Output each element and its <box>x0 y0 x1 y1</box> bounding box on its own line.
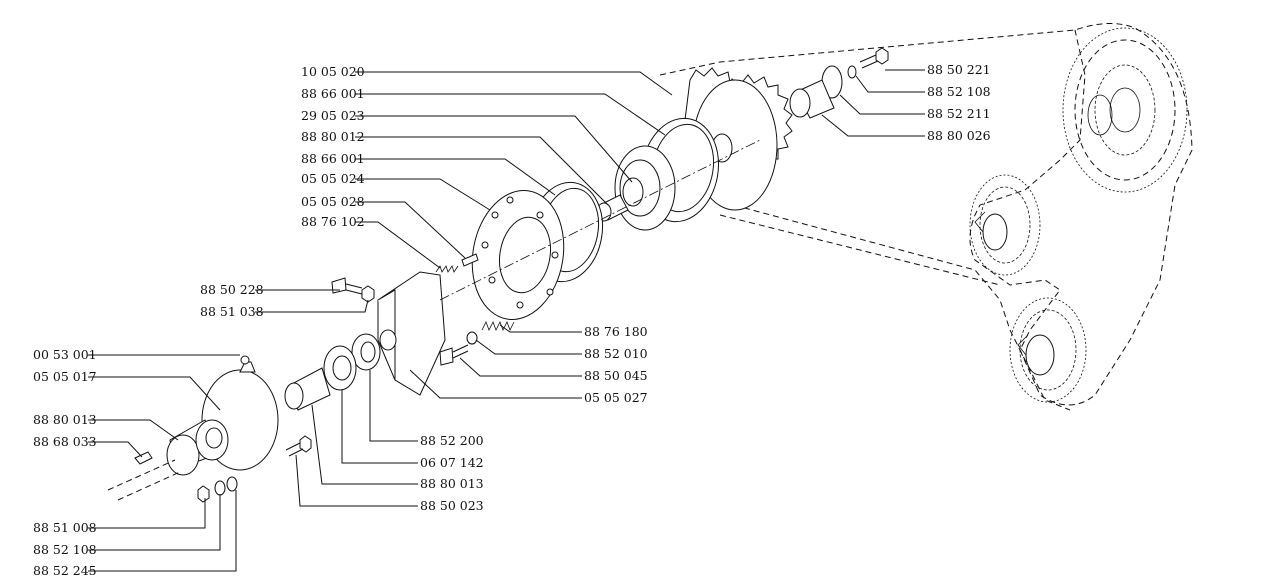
callout-88-66-001-b: 88 66 001 <box>301 151 365 166</box>
callout-88-52-211: 88 52 211 <box>927 106 991 121</box>
callout-88-51-038: 88 51 038 <box>200 304 264 319</box>
callout-00-53-001: 00 53 001 <box>33 347 97 362</box>
drive-sprocket-dashed <box>1062 27 1188 193</box>
bushing-88-80-026 <box>789 79 835 119</box>
bushing-88-80-013 <box>284 367 331 411</box>
callout-10-05-020: 10 05 020 <box>301 64 365 79</box>
callout-88-52-200: 88 52 200 <box>420 433 484 448</box>
pin-and-spring <box>435 253 479 273</box>
callout-88-76-102: 88 76 102 <box>301 214 365 229</box>
main-sprocket <box>681 67 793 211</box>
callout-88-80-013-b: 88 80 013 <box>420 476 484 491</box>
washer-88-52-010 <box>466 331 478 345</box>
leader-lines <box>88 69 925 572</box>
bracket <box>377 271 446 396</box>
nut-and-washers <box>197 476 238 503</box>
callout-88-50-023: 88 50 023 <box>420 498 484 513</box>
spring-88-76-180 <box>481 321 515 331</box>
bushing-06-07-142 <box>323 345 357 391</box>
callout-05-05-017: 05 05 017 <box>33 369 97 384</box>
callout-05-05-028: 05 05 028 <box>301 194 365 209</box>
callout-88-52-010: 88 52 010 <box>584 346 648 361</box>
shaft-dashed <box>107 459 181 501</box>
hub-05-05-017 <box>166 355 279 476</box>
callout-88-52-108-a: 88 52 108 <box>33 542 97 557</box>
callout-88-52-108-b: 88 52 108 <box>927 84 991 99</box>
bolt-88-50-045 <box>439 344 469 366</box>
callout-88-50-221: 88 50 221 <box>927 62 991 77</box>
callout-29-05-023: 29 05 023 <box>301 108 365 123</box>
washer-88-52-200 <box>351 333 381 371</box>
callout-88-51-008: 88 51 008 <box>33 520 97 535</box>
bolt-88-50-228 <box>331 277 375 303</box>
callout-05-05-027: 05 05 027 <box>584 390 648 405</box>
callout-05-05-024: 05 05 024 <box>301 171 365 186</box>
bolt-88-50-221 <box>859 47 889 69</box>
callout-88-50-045: 88 50 045 <box>584 368 648 383</box>
center-axis <box>439 139 761 301</box>
washer-88-52-108-top <box>847 65 857 79</box>
key-88-68-033 <box>134 451 153 465</box>
callout-88-52-245: 88 52 245 <box>33 563 97 578</box>
callout-88-80-012: 88 80 012 <box>301 129 365 144</box>
callout-88-66-001-a: 88 66 001 <box>301 86 365 101</box>
callout-labels: 10 05 020 88 66 001 29 05 023 88 80 012 … <box>33 62 991 578</box>
idler-sprocket-upper <box>969 174 1041 276</box>
flange-plate <box>471 190 565 320</box>
callout-88-76-180: 88 76 180 <box>584 324 648 339</box>
callout-06-07-142: 06 07 142 <box>420 455 484 470</box>
bolt-88-50-023 <box>285 435 312 457</box>
callout-88-68-033: 88 68 033 <box>33 434 97 449</box>
idler-sprocket-lower <box>1009 297 1087 403</box>
callout-88-50-228: 88 50 228 <box>200 282 264 297</box>
pressure-plate <box>614 145 676 231</box>
callout-88-80-013-a: 88 80 013 <box>33 412 97 427</box>
callout-88-80-026: 88 80 026 <box>927 128 991 143</box>
